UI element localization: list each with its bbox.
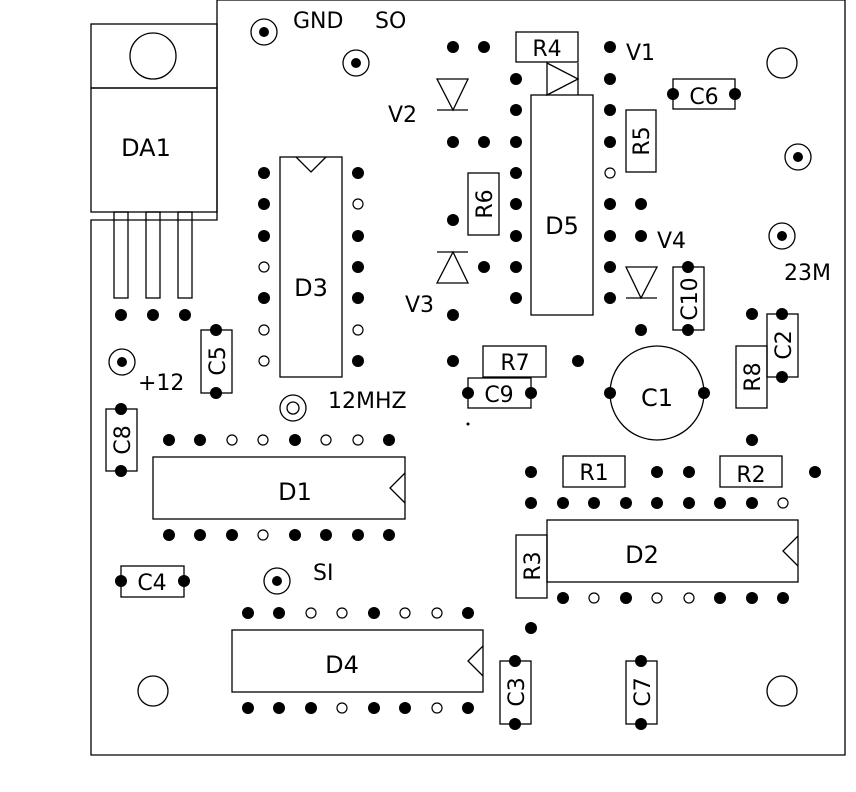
label-r2: R2 [736,463,765,488]
label-r8: R8 [741,362,766,391]
resistor-r3: R3 [515,534,548,599]
label-v4: V4 [657,229,686,254]
label-r1: R1 [579,461,608,486]
resistor-r4: R4 [515,31,579,63]
board-outline [90,0,846,756]
diode-v4: V4 [624,198,686,336]
ic-d1: D1 [152,434,406,541]
resistor-r6: R6 [467,172,500,236]
label-plus12: +12 [138,371,184,396]
capacitor-c7: C7 [625,655,658,730]
label-c2: C2 [772,330,797,359]
label-r7: R7 [500,351,529,376]
label-d5: D5 [545,212,579,240]
label-d4: D4 [325,651,359,679]
ic-d3: D3 [258,156,364,378]
diode-v1: V1 [546,41,655,97]
label-v1: V1 [626,41,655,66]
label-r3: R3 [521,551,546,580]
mounting-holes [137,47,798,707]
connector-pads [108,18,812,595]
resistor-r7: R7 [482,345,547,378]
label-c4: C4 [137,571,166,596]
capacitor-c3: C3 [499,655,532,730]
label-gnd: GND [293,9,343,34]
label-d2: D2 [625,541,659,569]
label-12mhz: 12MHZ [328,389,407,414]
capacitor-c9: C9 [462,377,537,409]
label-23m: 23M [784,261,831,286]
capacitor-c6: C6 [667,78,741,110]
label-c5: C5 [206,346,231,375]
diode-v2: V2 [388,41,490,148]
resistor-r2: R2 [719,455,783,488]
label-d3: D3 [294,274,328,302]
resistor-r1: R1 [562,455,626,488]
misc-pads [447,308,821,634]
ic-d5: D5 [510,41,616,316]
capacitor-c2: C2 [766,308,799,383]
ic-d2: D2 [525,497,799,604]
resistor-r8: R8 [735,345,768,409]
capacitor-c4: C4 [115,565,190,598]
label-r5: R5 [630,126,655,155]
label-c1: C1 [641,384,673,412]
label-c9: C9 [484,383,513,408]
regulator-da1: DA1 [90,23,218,321]
label-r6: R6 [473,189,498,218]
capacitor-c1: C1 [604,345,710,441]
capacitor-c10: C10 [672,261,705,336]
label-v2: V2 [388,103,417,128]
label-d1: D1 [278,478,312,506]
ic-d4: D4 [231,607,484,714]
diode-v3: V3 [405,214,490,321]
label-da1: DA1 [121,134,171,162]
label-c10: C10 [678,277,703,320]
label-c8: C8 [111,425,136,454]
label-si: SI [313,561,333,586]
label-v3: V3 [405,293,434,318]
label-r4: R4 [532,37,561,62]
label-c3: C3 [505,677,530,706]
resistor-r5: R5 [625,109,657,173]
capacitor-c5: C5 [200,324,233,399]
capacitor-c8: C8 [105,403,138,477]
label-c6: C6 [689,85,718,110]
label-so: SO [375,9,406,34]
label-c7: C7 [631,677,656,706]
